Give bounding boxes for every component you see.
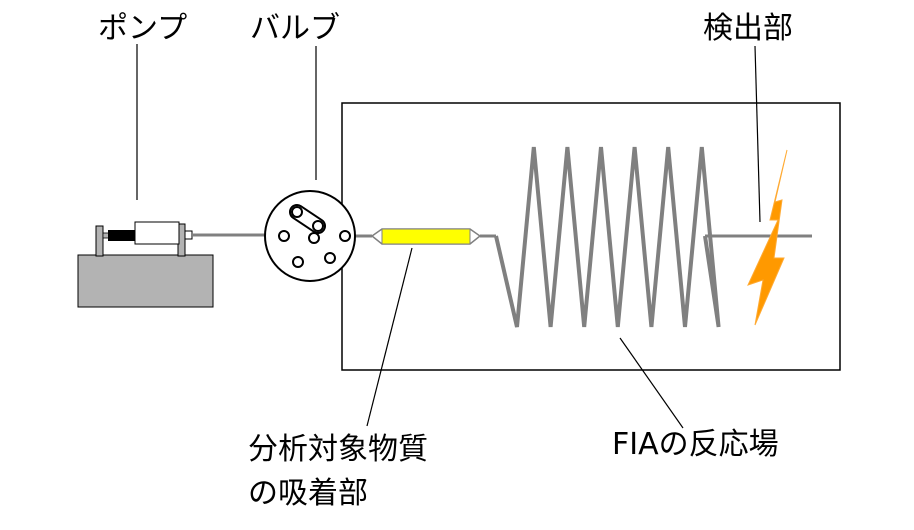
pump-barrel <box>134 221 180 245</box>
pump-outlet-nozzle <box>184 230 193 240</box>
valve <box>264 190 356 282</box>
detector-label: 検出部 <box>703 11 793 46</box>
adsorption-label: 分析対象物質 の吸着部 <box>248 428 428 516</box>
pump-base <box>77 254 214 308</box>
leader-reaction-field <box>619 337 684 429</box>
leader-adsorption <box>366 247 413 427</box>
leader-detector <box>754 45 761 223</box>
adsorption-label-line2: の吸着部 <box>248 476 368 511</box>
detector-flash-icon <box>747 149 788 326</box>
pump <box>77 221 214 308</box>
adsorption-label-line1: 分析対象物質 <box>248 432 428 467</box>
pump-piston <box>108 230 144 241</box>
valve-port <box>291 206 303 218</box>
valve-port <box>312 220 324 232</box>
valve-port <box>278 230 290 242</box>
valve-label: バルブ <box>250 11 340 46</box>
valve-port <box>339 230 351 242</box>
valve-port <box>308 232 320 244</box>
valve-port <box>292 256 304 268</box>
adsorbent-packing <box>381 228 471 245</box>
reaction-field-label: FIAの反応場 <box>612 427 779 462</box>
valve-port <box>324 252 336 264</box>
pump-label: ポンプ <box>98 11 188 46</box>
reaction-coil <box>494 146 721 328</box>
pump-left-support <box>95 225 104 257</box>
